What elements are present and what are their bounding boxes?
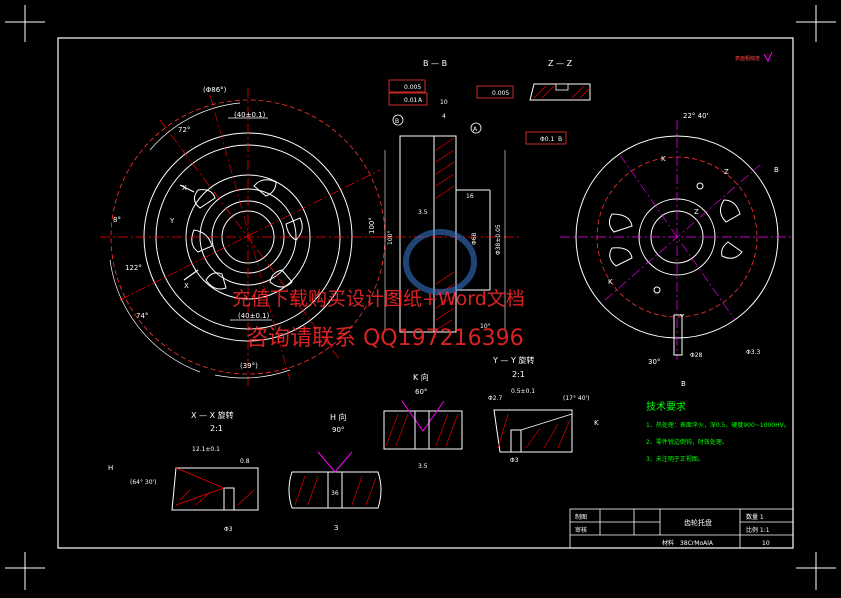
detail-xx-title: X — X 旋转 (191, 410, 234, 420)
svg-text:(17° 40'): (17° 40') (563, 395, 590, 402)
svg-text:60°: 60° (415, 388, 427, 396)
detail-xx: X — X 旋转 2:1 12.1±0.1 0.8 (64° 30') Φ3 H (108, 410, 259, 533)
title-block (569, 508, 794, 549)
svg-text:0.8: 0.8 (240, 458, 250, 465)
svg-text:122°: 122° (125, 264, 142, 272)
svg-text:36: 36 (331, 490, 339, 497)
svg-text:10°: 10° (480, 323, 491, 330)
svg-text:K: K (661, 155, 666, 163)
svg-text:0.005: 0.005 (404, 84, 421, 91)
svg-text:4: 4 (442, 113, 446, 120)
detail-h: H 向 90° 36 3 (288, 412, 382, 532)
tech-item-1: 1、热处理：表面淬火，深0.5，硬度900~1000HV。 (646, 421, 790, 429)
svg-text:(Φ86°): (Φ86°) (203, 86, 227, 94)
svg-text:Y: Y (169, 217, 175, 225)
svg-text:16: 16 (466, 193, 474, 200)
svg-text:90°: 90° (332, 426, 344, 434)
svg-text:Y: Y (679, 313, 685, 321)
svg-text:(39°): (39°) (240, 362, 258, 370)
svg-text:Φ3.3: Φ3.3 (746, 349, 760, 356)
svg-text:B: B (395, 118, 399, 125)
svg-text:10: 10 (440, 99, 448, 106)
svg-text:(64° 30'): (64° 30') (130, 479, 157, 486)
tech-item-2: 2、零件锐边倒钝，时效处理。 (646, 438, 728, 446)
svg-text:(40±0.1): (40±0.1) (234, 111, 266, 119)
svg-text:K: K (608, 278, 613, 286)
svg-text:Φ28: Φ28 (690, 352, 703, 359)
front-view: X Y X (Φ86°) 72° (40±0.1) 8° 122° 74° (4… (100, 86, 392, 388)
section-bb-title: B — B (423, 59, 447, 68)
detail-yy-title: Y — Y 旋转 (492, 355, 534, 365)
svg-text:0.5±0.1: 0.5±0.1 (511, 388, 535, 395)
technical-requirements: 技术要求 1、热处理：表面淬火，深0.5，硬度900~1000HV。 2、零件锐… (646, 400, 790, 463)
svg-text:2:1: 2:1 (210, 424, 223, 433)
svg-text:K: K (594, 419, 599, 427)
svg-text:30°: 30° (648, 358, 660, 366)
svg-text:(40±0.1): (40±0.1) (238, 312, 270, 320)
title-quantity: 数量 1 (746, 513, 764, 521)
svg-text:Φ38±0.05: Φ38±0.05 (495, 224, 502, 255)
title-material-label: 材料 (662, 539, 674, 547)
svg-text:Z: Z (724, 168, 729, 176)
svg-text:12.1±0.1: 12.1±0.1 (192, 446, 220, 453)
svg-text:3.5: 3.5 (418, 209, 428, 216)
svg-text:Φ3: Φ3 (224, 526, 233, 533)
svg-text:3.5: 3.5 (418, 463, 428, 470)
svg-text:B: B (774, 166, 779, 174)
watermark-line-1: 充值下载购买设计图纸+Word文档 (232, 288, 525, 310)
svg-text:0.005: 0.005 (492, 90, 509, 97)
svg-text:22° 40': 22° 40' (683, 112, 709, 120)
section-zz: Z — Z (529, 59, 591, 101)
title-part-name: 齿轮托盘 (684, 518, 712, 527)
detail-k: K 向 60° 3.5 (383, 372, 463, 470)
crop-marks (5, 5, 836, 590)
svg-text:Φ2.7: Φ2.7 (488, 395, 502, 402)
svg-text:H: H (108, 464, 113, 472)
svg-text:Φ68: Φ68 (471, 232, 478, 245)
svg-text:3: 3 (334, 524, 338, 532)
svg-text:B: B (681, 380, 686, 388)
detail-h-title: H 向 (330, 412, 347, 422)
svg-text:8°: 8° (113, 216, 121, 224)
svg-text:72°: 72° (178, 126, 190, 134)
svg-text:X: X (182, 184, 187, 192)
svg-text:A: A (418, 97, 423, 104)
svg-text:100°: 100° (387, 231, 394, 245)
title-checker: 审核 (575, 526, 587, 534)
watermark-line-2: 咨询请联系 QQ197216396 (246, 326, 524, 351)
title-scale: 比例 1:1 (746, 526, 770, 534)
svg-text:74°: 74° (136, 312, 148, 320)
svg-text:0.01: 0.01 (404, 97, 418, 104)
svg-text:A: A (473, 126, 478, 133)
svg-text:2:1: 2:1 (512, 370, 525, 379)
detail-yy: Y — Y 旋转 2:1 0.5±0.1 Φ2.7 (17° 40') Φ3 K (488, 355, 599, 464)
tech-item-3: 3、未注明于正视图。 (646, 455, 704, 463)
roughness-note: 表面粗糙度 (735, 55, 760, 62)
svg-text:X: X (184, 282, 189, 290)
svg-text:B: B (558, 136, 562, 143)
title-designer: 制图 (575, 513, 587, 521)
right-view: 22° 40' 30° Φ28 Φ3.3 Z Z B B K K Y (560, 112, 792, 388)
svg-text:Φ0.1: Φ0.1 (540, 136, 554, 143)
title-material: 38CrMoAlA (680, 540, 714, 547)
title-sheet: 10 (762, 540, 770, 547)
svg-text:Z: Z (694, 208, 699, 216)
svg-text:Φ3: Φ3 (510, 457, 519, 464)
drawing-border (57, 37, 794, 549)
roughness-symbol (763, 51, 773, 63)
svg-text:100°: 100° (368, 217, 376, 234)
watermark: 充值下载购买设计图纸+Word文档 咨询请联系 QQ197216396 (232, 229, 525, 351)
detail-k-title: K 向 (413, 372, 429, 382)
tech-title: 技术要求 (646, 400, 686, 413)
section-zz-title: Z — Z (548, 59, 573, 68)
